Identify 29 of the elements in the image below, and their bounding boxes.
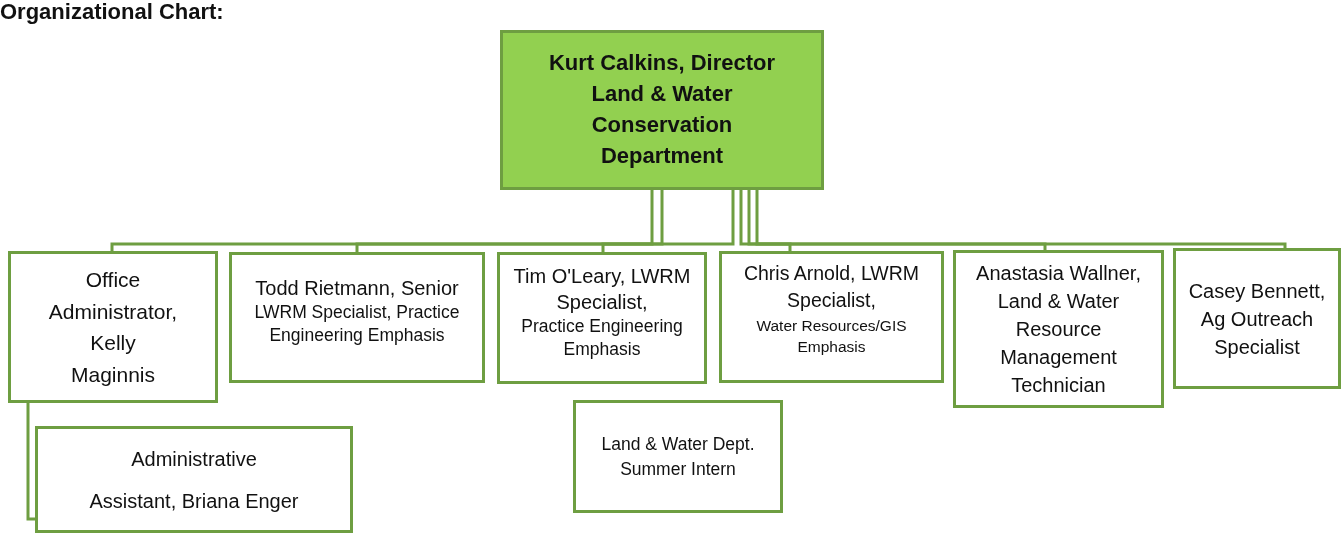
director-box <box>500 30 824 190</box>
position-box <box>573 400 783 513</box>
position-text: Office Administrator, Kelly Maginnis <box>48 267 178 388</box>
position-box <box>229 252 485 383</box>
position-box <box>719 251 944 383</box>
connector-line <box>739 190 792 251</box>
chart-title: Organizational Chart: <box>0 0 224 25</box>
position-text: Administrative Assistant, Briana Enger <box>88 446 300 514</box>
position-text: Todd Rietmann, Senior <box>255 276 459 301</box>
position-text: Land & Water Dept. Summer Intern <box>600 433 756 481</box>
position-text: Practice Engineering Emphasis <box>520 315 684 361</box>
position-text: Water Resources/GIS Emphasis <box>755 315 908 358</box>
position-box <box>1173 248 1341 389</box>
position-text: Chris Arnold, LWRM Specialist, <box>742 261 921 314</box>
connector-line <box>110 190 654 251</box>
position-box <box>497 252 707 384</box>
connector-line <box>747 190 1047 250</box>
position-text: Anastasia Wallner, Land & Water Resource Management Technician <box>975 261 1142 398</box>
connector-line <box>601 190 735 252</box>
position-box <box>8 251 218 403</box>
connector-line <box>355 190 664 252</box>
position-text: Casey Bennett, Ag Outreach Specialist <box>1187 278 1327 360</box>
position-text: LWRM Specialist, Practice Engineering Emphasis <box>253 301 461 347</box>
connector-line <box>755 190 1287 249</box>
position-text: Kurt Calkins, Director Land & Water Conservation Department <box>547 49 777 170</box>
connector-line <box>26 403 35 521</box>
position-box <box>35 426 353 533</box>
position-box <box>953 250 1164 408</box>
position-text: Tim O'Leary, LWRM Specialist, <box>512 264 692 315</box>
